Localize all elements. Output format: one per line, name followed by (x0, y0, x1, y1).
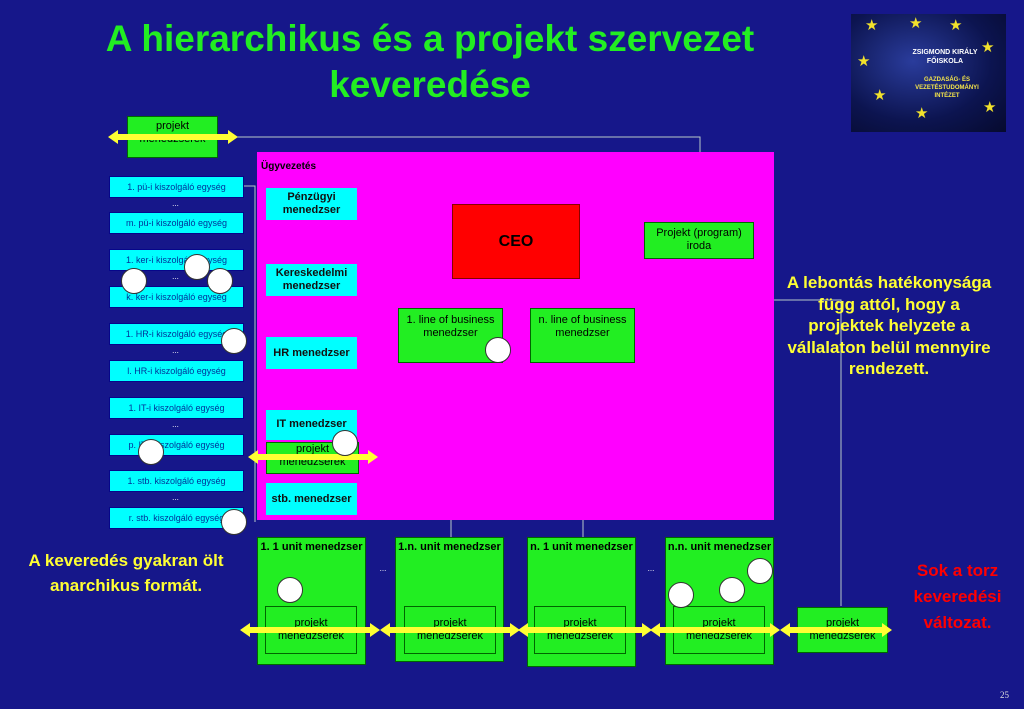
hr-manager: HR menedzser (266, 337, 357, 369)
double-arrow-icon (650, 623, 780, 637)
ellipsis: ... (172, 420, 179, 429)
unit-commercial-1: 1. ker-i kiszolgáló egység (109, 249, 244, 271)
circle-marker (668, 582, 694, 608)
it-manager: IT menedzser (266, 410, 357, 440)
unit-finance-m: m. pü-i kiszolgáló egység (109, 212, 244, 234)
note-variations: Sok a torz keveredési változat. (913, 561, 1002, 632)
lob-1-box: 1. line of business menedzser (398, 308, 503, 363)
unit-hr-1: 1. HR-i kiszolgáló egység (109, 323, 244, 345)
unit-it-p: p. IT-i kiszolgáló egység (109, 434, 244, 456)
star-icon: ★ (873, 87, 887, 104)
unit-it-1: 1. IT-i kiszolgáló egység (109, 397, 244, 419)
double-arrow-icon (518, 623, 652, 637)
double-arrow-icon (380, 623, 520, 637)
double-arrow-icon (240, 623, 380, 637)
ellipsis: ... (172, 346, 179, 355)
unit-finance-1: 1. pü-i kiszolgáló egység (109, 176, 244, 198)
unit-commercial-k: k. ker-i kiszolgáló egység (109, 286, 244, 308)
unit-hr-l: l. HR-i kiszolgáló egység (109, 360, 244, 382)
star-icon: ★ (857, 53, 871, 70)
circle-marker (207, 268, 233, 294)
double-arrow-icon (108, 130, 238, 144)
circle-marker (221, 328, 247, 354)
circle-marker (138, 439, 164, 465)
circle-marker (184, 254, 210, 280)
ugyvezetes-label: Ügyvezetés (261, 161, 317, 172)
commercial-manager: Kereskedelmi menedzser (266, 264, 357, 296)
circle-marker (332, 430, 358, 456)
star-icon: ★ (981, 39, 995, 56)
star-icon: ★ (915, 105, 929, 122)
ceo-box: CEO (452, 204, 580, 279)
circle-marker (121, 268, 147, 294)
circle-marker (485, 337, 511, 363)
finance-manager: Pénzügyi menedzser (266, 188, 357, 220)
note-efficiency: A lebontás hatékonysága függ attól, hogy… (786, 273, 992, 378)
ellipsis: ... (172, 272, 179, 281)
ellipsis: ... (647, 564, 655, 573)
circle-marker (719, 577, 745, 603)
star-icon: ★ (865, 17, 879, 34)
other-manager: stb. menedzser (266, 483, 357, 515)
note-anarchy: A keveredés gyakran ölt anarchikus formá… (28, 551, 224, 595)
star-icon: ★ (909, 15, 923, 32)
star-icon: ★ (949, 17, 963, 34)
circle-marker (747, 558, 773, 584)
logo: ★ ★ ★ ★ ★ ★ ★ ★ ZSIGMOND KIRÁLY FŐISKOLA… (851, 14, 1006, 132)
lob-n-box: n. line of business menedzser (530, 308, 635, 363)
circle-marker (221, 509, 247, 535)
ellipsis: ... (379, 564, 387, 573)
ellipsis: ... (172, 199, 179, 208)
circle-marker (277, 577, 303, 603)
star-icon: ★ (983, 99, 997, 116)
double-arrow-icon (780, 623, 892, 637)
double-arrow-icon (248, 450, 378, 464)
ellipsis: ... (172, 493, 179, 502)
project-office-box: Projekt (program) iroda (644, 222, 754, 259)
logo-subtitle: GAZDASÁG- ÉS VEZETÉSTUDOMÁNYI INTÉZET (915, 77, 979, 99)
unit-other-1: 1. stb. kiszolgáló egység (109, 470, 244, 492)
page-number: 25 (1000, 690, 1009, 700)
logo-name: ZSIGMOND KIRÁLY FŐISKOLA (912, 49, 978, 65)
slide-title: A hierarchikus és a projekt szervezet ke… (105, 18, 755, 105)
